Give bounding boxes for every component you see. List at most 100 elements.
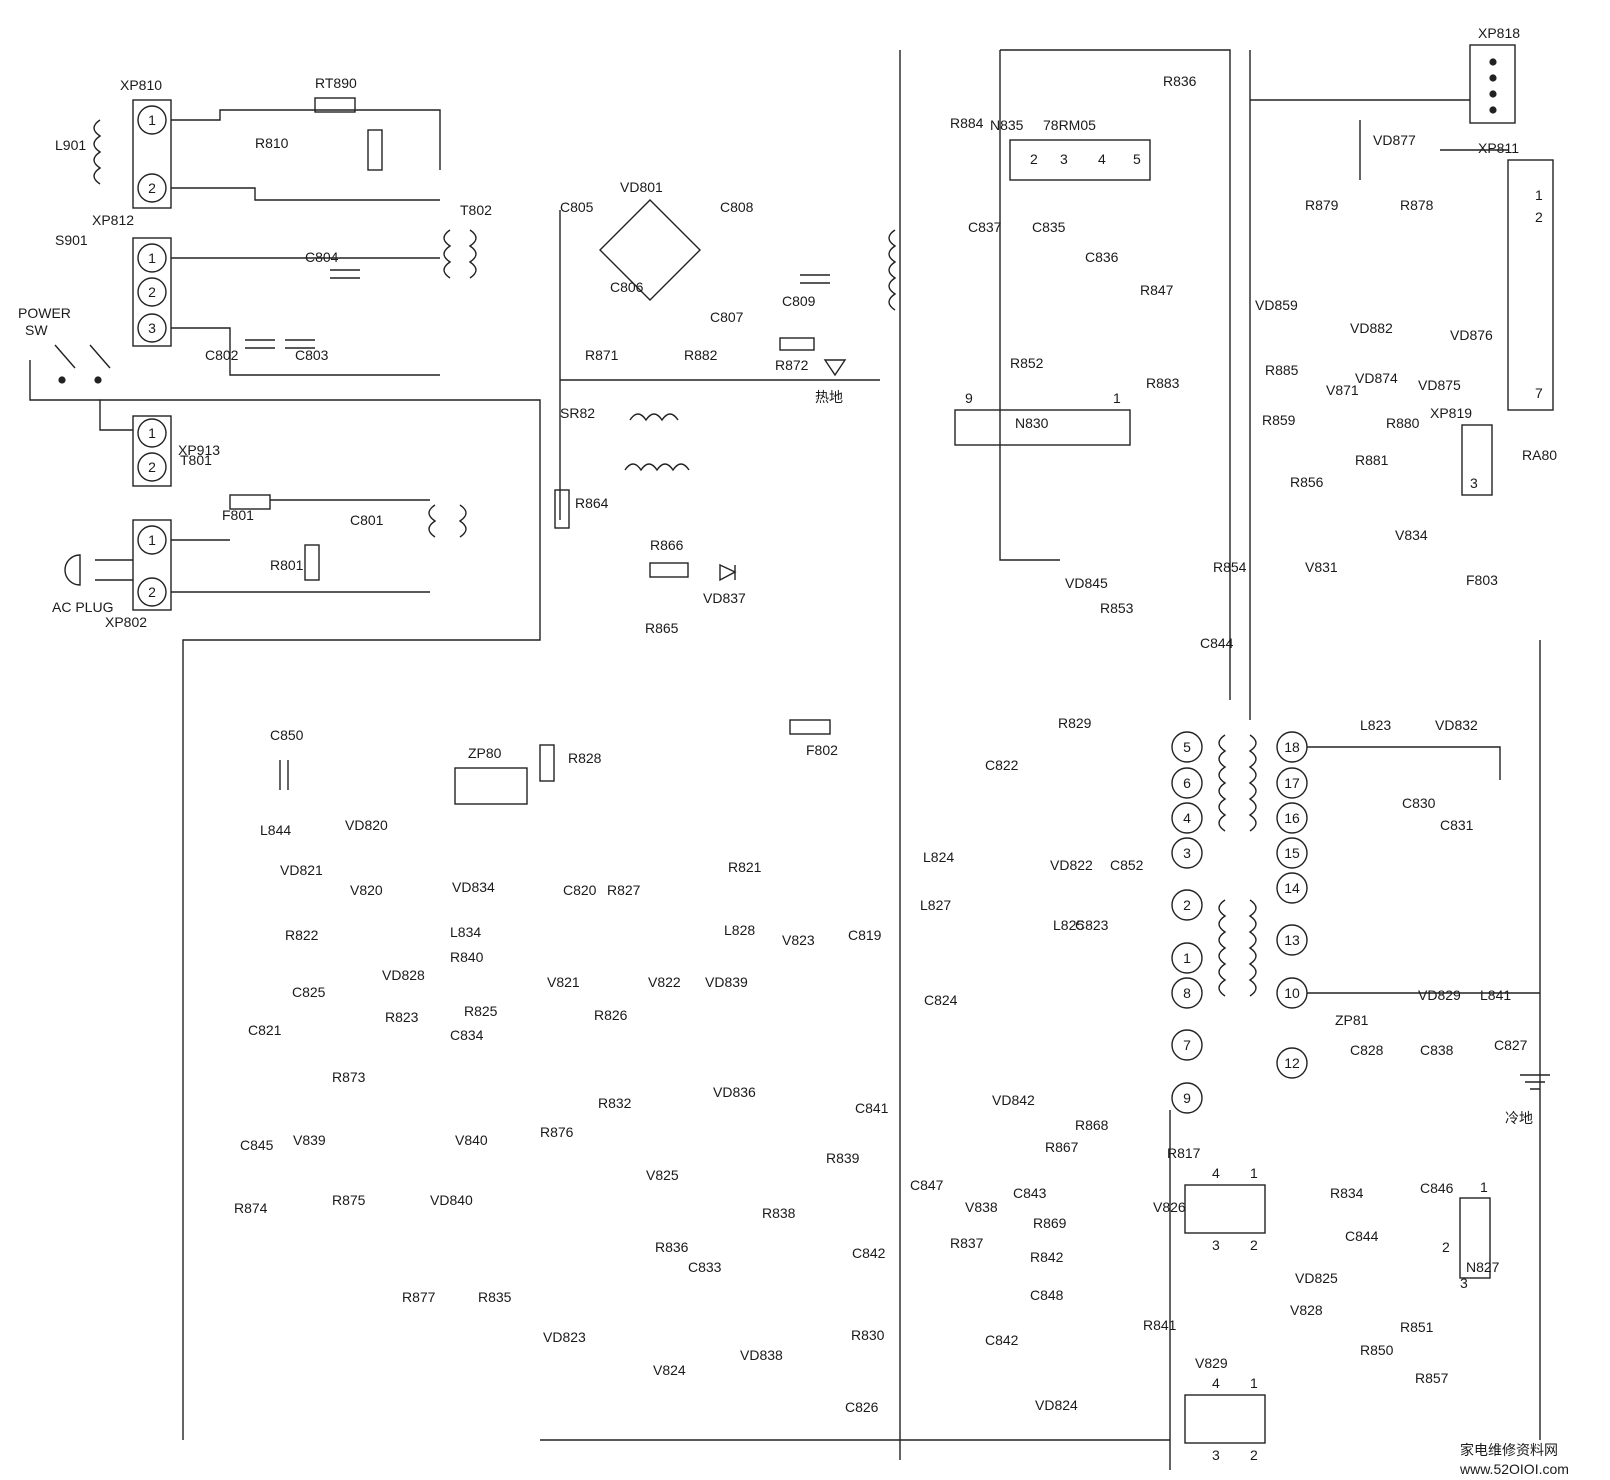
svg-text:18: 18 <box>1284 739 1300 755</box>
c842b-label: C842 <box>985 1332 1019 1348</box>
ra80-label: RA80 <box>1522 447 1557 463</box>
v822-label: V822 <box>648 974 681 990</box>
r825-label: R825 <box>464 1003 498 1019</box>
v829-label: V829 <box>1195 1355 1228 1371</box>
svg-text:9: 9 <box>965 390 973 406</box>
c831-label: C831 <box>1440 817 1474 833</box>
svg-text:2: 2 <box>1183 897 1191 913</box>
svg-text:1: 1 <box>1250 1165 1258 1181</box>
r884-label: R884 <box>950 115 984 131</box>
c830-label: C830 <box>1402 795 1436 811</box>
connector-xp811: 1 2 7 XP811 <box>1478 140 1554 411</box>
connector-xp818: XP818 <box>1469 25 1520 124</box>
r871-label: R871 <box>585 347 619 363</box>
v834-label: V834 <box>1395 527 1428 543</box>
svg-text:2: 2 <box>1250 1447 1258 1463</box>
c842a-label: C842 <box>852 1245 886 1261</box>
r821-label: R821 <box>728 859 762 875</box>
svg-text:2: 2 <box>1442 1239 1450 1255</box>
vd875-label: VD875 <box>1418 377 1461 393</box>
r869-label: R869 <box>1033 1215 1067 1231</box>
r822-label: R822 <box>285 927 319 943</box>
l823-label: L823 <box>1360 717 1391 733</box>
r881-label: R881 <box>1355 452 1389 468</box>
r836-label: R836 <box>655 1239 689 1255</box>
vd874-label: VD874 <box>1355 370 1398 386</box>
r838-label: R838 <box>762 1205 796 1221</box>
vd828-label: VD828 <box>382 967 425 983</box>
r875-label: R875 <box>332 1192 366 1208</box>
c848-label: C848 <box>1030 1287 1064 1303</box>
v828-label: V828 <box>1290 1302 1323 1318</box>
svg-text:1: 1 <box>1183 950 1191 966</box>
l841-label: L841 <box>1480 987 1511 1003</box>
svg-text:13: 13 <box>1284 932 1300 948</box>
n827-label: N827 <box>1466 1259 1500 1275</box>
zp80-label: ZP80 <box>468 745 502 761</box>
r836-label: R836 <box>1163 73 1197 89</box>
c808-label: C808 <box>720 199 754 215</box>
r851-label: R851 <box>1400 1319 1434 1335</box>
svg-text:7: 7 <box>1535 385 1543 401</box>
xp802-label: XP802 <box>105 614 147 630</box>
xp819-label: XP819 <box>1430 405 1472 421</box>
c837-label: C837 <box>968 219 1002 235</box>
c819-label: C819 <box>848 927 882 943</box>
svg-text:5: 5 <box>1133 151 1141 167</box>
l828-label: L828 <box>724 922 755 938</box>
r864-label: R864 <box>575 495 609 511</box>
svg-text:4: 4 <box>1212 1375 1220 1391</box>
vd837-label: VD837 <box>703 590 746 606</box>
r835-label: R835 <box>478 1289 512 1305</box>
vd840-label: VD840 <box>430 1192 473 1208</box>
r856-label: R856 <box>1290 474 1324 490</box>
ac-plug-label: AC PLUG <box>52 599 113 615</box>
svg-text:2: 2 <box>148 180 156 196</box>
feedback-section: VD842 R868 R867 R817 V838 C843 R869 R837… <box>900 1092 1500 1470</box>
c802-label: C802 <box>205 347 239 363</box>
c827-label: C827 <box>1494 1037 1528 1053</box>
power-sw-label-2: SW <box>25 322 48 338</box>
v823-label: V823 <box>782 932 815 948</box>
svg-text:12: 12 <box>1284 1055 1300 1071</box>
svg-text:1: 1 <box>148 425 156 441</box>
r878-label: R878 <box>1400 197 1434 213</box>
connector-xp802: 1 2 XP802 <box>105 519 172 630</box>
r839-label: R839 <box>826 1150 860 1166</box>
r834-label: R834 <box>1330 1185 1364 1201</box>
vd877-label: VD877 <box>1373 132 1416 148</box>
r879-label: R879 <box>1305 197 1339 213</box>
c841-label: C841 <box>855 1100 889 1116</box>
c821-label: C821 <box>248 1022 282 1038</box>
vd829-label: VD829 <box>1418 987 1461 1003</box>
r826-label: R826 <box>594 1007 628 1023</box>
xp818-label: XP818 <box>1478 25 1520 41</box>
c847-label: C847 <box>910 1177 944 1193</box>
c801-label: C801 <box>350 512 384 528</box>
r832-label: R832 <box>598 1095 632 1111</box>
svg-text:3: 3 <box>148 320 156 336</box>
c822-label: C822 <box>985 757 1019 773</box>
svg-text:3: 3 <box>1060 151 1068 167</box>
r885-label: R885 <box>1265 362 1299 378</box>
watermark-cn: 家电维修资料网 <box>1460 1442 1558 1458</box>
vd839-label: VD839 <box>705 974 748 990</box>
c835-label: C835 <box>1032 219 1066 235</box>
r873-label: R873 <box>332 1069 366 1085</box>
svg-text:16: 16 <box>1284 810 1300 826</box>
svg-text:6: 6 <box>1183 775 1191 791</box>
svg-text:1: 1 <box>148 112 156 128</box>
r823-label: R823 <box>385 1009 419 1025</box>
svg-text:2: 2 <box>148 584 156 600</box>
svg-text:3: 3 <box>1212 1237 1220 1253</box>
r867-label: R867 <box>1045 1139 1079 1155</box>
connector-xp812: 1 2 3 XP812 <box>92 212 172 347</box>
xp913-label: XP913 <box>178 442 220 458</box>
c843-label: C843 <box>1013 1185 1047 1201</box>
v831-label: V831 <box>1305 559 1338 575</box>
c823-label: C823 <box>1075 917 1109 933</box>
c845-label: C845 <box>240 1137 274 1153</box>
v820-label: V820 <box>350 882 383 898</box>
svg-text:8: 8 <box>1183 985 1191 1001</box>
